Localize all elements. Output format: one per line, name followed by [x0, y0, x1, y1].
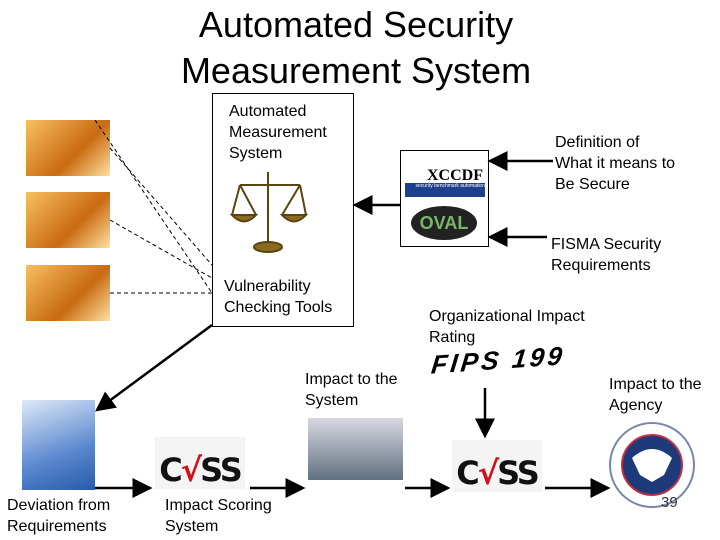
laptop-image	[26, 192, 110, 248]
ruler-image	[22, 400, 95, 490]
dhs-seal-icon	[609, 422, 695, 508]
laptop-image	[26, 120, 110, 176]
oval-logo: OVAL	[411, 206, 477, 240]
cvss-logo: C√SS	[452, 440, 542, 492]
impact-system-label: Impact to the System	[305, 371, 398, 409]
people-computer-image	[308, 418, 403, 480]
scoring-label: Impact Scoring System	[165, 497, 272, 535]
page-number: 39	[661, 494, 678, 511]
deviation-label: Deviation from Requirements	[7, 497, 111, 535]
slide-title: Automated Security Measurement System	[180, 4, 532, 91]
dashed-connectors	[94, 119, 213, 294]
definition-label: Definition of What it means to Be Secure	[555, 134, 676, 193]
xccdf-logo: XCCDF security benchmark automation	[405, 167, 485, 199]
scales-icon	[229, 172, 309, 253]
laptop-image	[26, 265, 110, 321]
arrows	[94, 151, 611, 498]
impact-agency-label: Impact to the Agency	[609, 376, 702, 414]
ams-label: Automated Measurement System	[229, 103, 327, 162]
automated-measurement-box	[212, 93, 354, 327]
xccdf-oval-box: XCCDF security benchmark automation OVAL	[400, 150, 489, 247]
fisma-label: FISMA Security Requirements	[551, 236, 662, 274]
vuln-label: Vulnerability Checking Tools	[224, 278, 333, 316]
org-impact-label: Organizational Impact Rating	[429, 308, 585, 346]
cvss-logo: C√SS	[155, 437, 245, 489]
